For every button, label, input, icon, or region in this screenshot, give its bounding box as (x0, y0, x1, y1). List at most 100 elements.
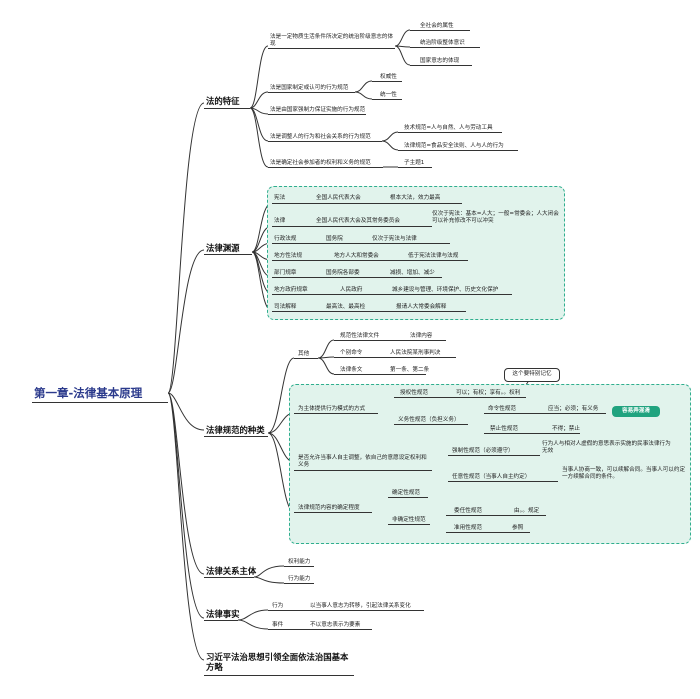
topic-underline (204, 675, 354, 676)
relation-child-2[interactable]: 行为能力 (288, 576, 311, 582)
source-name[interactable]: 司法解释 (274, 304, 297, 310)
node-underline (294, 470, 432, 471)
row-underline (272, 243, 450, 244)
node-underline (334, 374, 426, 375)
node-underline (394, 424, 468, 425)
node-underline (446, 515, 546, 516)
refer-note[interactable]: 参照 (512, 525, 524, 531)
social-child-1[interactable]: 技术规范=人与自然、人与劳动工具 (404, 125, 493, 131)
relation-child-1[interactable]: 权利能力 (288, 559, 311, 565)
mode-label[interactable]: 为主体提供行为模式的方式 (298, 406, 366, 412)
topic-relation[interactable]: 法律关系主体 (206, 566, 257, 576)
topic-underline (204, 620, 238, 621)
topic-underline (204, 436, 268, 437)
command-rule[interactable]: 命令性规范 (488, 406, 516, 412)
source-name[interactable]: 地方性法规 (274, 253, 302, 259)
other-item[interactable]: 规范性法律文件 (340, 333, 380, 339)
mandatory-note[interactable]: 行为人与相对人虚假的意思表示实施的民事法律行为无效 (542, 441, 671, 454)
root-topic[interactable]: 第一章-法律基本原理 (34, 386, 143, 400)
will-child-3[interactable]: 国家意志的体现 (420, 58, 460, 64)
source-authority[interactable]: 全国人民代表大会及其常务委员会 (316, 218, 400, 224)
node-underline (284, 583, 314, 584)
topic-features[interactable]: 法的特征 (206, 96, 240, 106)
node-underline (268, 141, 382, 142)
refer-rule[interactable]: 准用性规范 (454, 525, 482, 531)
source-name[interactable]: 法律 (274, 218, 286, 224)
topic-underline (204, 577, 254, 578)
optional-rule[interactable]: 任意性规范（当事人自主约定） (452, 474, 531, 480)
row-underline (272, 277, 442, 278)
will-child-1[interactable]: 全社会的属性 (420, 23, 454, 29)
node-underline (294, 413, 378, 414)
confusing-badge[interactable]: 容易弄混淆 (612, 406, 660, 417)
feature-social[interactable]: 法是调整人的行为和社会关系的行为规范 (270, 134, 371, 140)
feature-made[interactable]: 法是国家制定或认可的行为规范 (270, 85, 349, 91)
node-underline (268, 92, 355, 93)
feature-force[interactable]: 法是由国家强制力保证实施的行为规范 (270, 107, 366, 113)
fact-item[interactable]: 事件 (272, 622, 284, 628)
source-name[interactable]: 部门规章 (274, 270, 297, 276)
feature-rights[interactable]: 法是确定社会参加者的权利和义务的规范 (270, 160, 371, 166)
made-child-1[interactable]: 权威性 (380, 74, 397, 80)
source-authority[interactable]: 全国人民代表大会 (316, 195, 361, 201)
authorize-note[interactable]: 可以；有权；享有。。权利 (456, 390, 521, 396)
source-name[interactable]: 行政法规 (274, 236, 297, 242)
node-underline (398, 132, 502, 133)
other-example[interactable]: 人民法院某刑事判决 (390, 350, 441, 356)
topic-types[interactable]: 法律规范的种类 (206, 425, 265, 435)
source-effect[interactable]: 根本大法，效力最高 (390, 195, 441, 201)
prohibit-rule[interactable]: 禁止性规范 (490, 426, 518, 432)
optional-note[interactable]: 当事人协商一致，可以续解合同。当事人可以约定一方续解合同的条件。 (562, 467, 686, 480)
source-effect[interactable]: 减损、增加、减少 (390, 270, 435, 276)
social-child-2[interactable]: 法律规范=食品安全法则、人与人的行为 (404, 143, 504, 149)
node-underline (294, 358, 318, 359)
topic-xi[interactable]: 习近平法治思想引领全面依法治国基本方略 (206, 652, 349, 672)
feature-will[interactable]: 法是一定物质生活条件所决定的统治阶级意志的体现 (270, 34, 394, 47)
mandatory-rule[interactable]: 强制性规范（必须遵守） (452, 448, 514, 454)
source-authority[interactable]: 国务院 (326, 236, 343, 242)
source-authority[interactable]: 地方人大和常委会 (334, 253, 379, 259)
other-item[interactable]: 法律条文 (340, 367, 363, 373)
source-effect[interactable]: 报请人大常委会解释 (396, 304, 447, 310)
fact-item[interactable]: 行为 (272, 603, 284, 609)
callout-note[interactable]: 这个要特别记忆 (504, 368, 560, 382)
unfixed-rule[interactable]: 非确定性规范 (392, 517, 426, 523)
source-name[interactable]: 地方政府规章 (274, 287, 308, 293)
authorize-rule[interactable]: 授权性规范 (400, 390, 428, 396)
node-underline (284, 566, 314, 567)
other-label[interactable]: 其他 (298, 351, 310, 357)
node-underline (398, 167, 432, 168)
duty-rule[interactable]: 义务性规范（负担义务） (398, 417, 460, 423)
other-item[interactable]: 个别命令 (340, 350, 363, 356)
other-example[interactable]: 第一条、第二条 (390, 367, 430, 373)
source-effect[interactable]: 城乡建设与管理、环境保护、历史文化保护 (392, 287, 499, 293)
rights-child-1[interactable]: 子主题1 (404, 160, 425, 166)
adjust-label[interactable]: 是否允许当事人自主调整，依自己的意愿设定权利和义务 (298, 455, 427, 468)
source-authority[interactable]: 最高法、最高检 (326, 304, 366, 310)
node-underline (334, 340, 446, 341)
fact-note[interactable]: 不以意志表示为要素 (310, 622, 361, 628)
will-child-2[interactable]: 统治阶级整体意识 (420, 40, 465, 46)
other-example[interactable]: 法律内容 (410, 333, 433, 339)
root-underline (32, 402, 168, 403)
sources-box (267, 186, 565, 320)
source-effect[interactable]: 仅次于宪法与法律 (372, 236, 417, 242)
row-underline (272, 226, 432, 227)
made-child-2[interactable]: 统一性 (380, 92, 397, 98)
source-name[interactable]: 宪法 (274, 195, 286, 201)
delegate-rule[interactable]: 委任性规范 (454, 508, 482, 514)
command-note[interactable]: 应当；必须；有义务 (548, 406, 599, 412)
node-underline (268, 48, 395, 49)
source-authority[interactable]: 人民政府 (340, 287, 363, 293)
source-effect[interactable]: 仅次于宪法：基本=人大；一般=常委会；人大闭会可以补充修改不可以冲突 (432, 211, 559, 224)
node-underline (484, 413, 606, 414)
prohibit-note[interactable]: 不得；禁止 (552, 426, 580, 432)
topic-fact[interactable]: 法律事实 (206, 609, 240, 619)
topic-sources[interactable]: 法律渊源 (206, 243, 240, 253)
certain-label[interactable]: 法律规范内容的确定程度 (298, 505, 360, 511)
fact-note[interactable]: 以当事人意志为转移，引起法律关系变化 (310, 603, 411, 609)
delegate-note[interactable]: 由。。规定 (514, 508, 540, 514)
source-effect[interactable]: 低于宪法法律与法规 (408, 253, 459, 259)
source-authority[interactable]: 国务院各部委 (326, 270, 360, 276)
fixed-rule[interactable]: 确定性规范 (392, 490, 420, 496)
